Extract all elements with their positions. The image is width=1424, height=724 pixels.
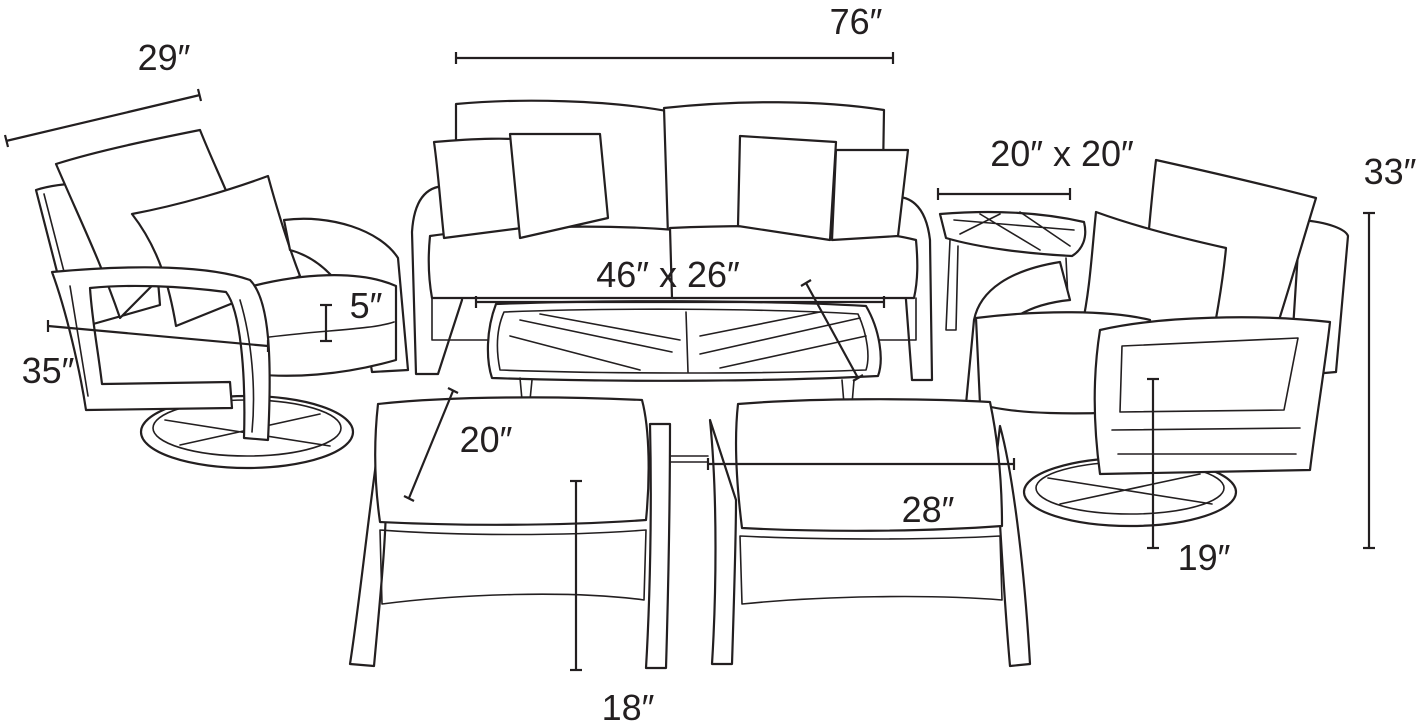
ottoman-right xyxy=(708,398,1032,668)
sofa-width-label: 76″ xyxy=(830,1,883,42)
seat-height-label: 19″ xyxy=(1178,537,1231,578)
coffee-table-label: 46″ x 26″ xyxy=(596,254,740,295)
coffee-table xyxy=(486,300,882,405)
cushion-thickness-label: 5″ xyxy=(350,285,383,326)
ottoman-left xyxy=(348,396,672,670)
ottoman-width-label: 28″ xyxy=(902,489,955,530)
ottoman-connector xyxy=(669,455,709,463)
dimension-lines xyxy=(3,52,1375,672)
overall-height-label: 33″ xyxy=(1364,151,1417,192)
chair-depth-label: 35″ xyxy=(22,350,75,391)
sofa xyxy=(410,99,934,382)
ottoman-depth-label: 20″ xyxy=(460,419,513,460)
chair-width-label: 29″ xyxy=(138,37,191,78)
left-swivel-chair xyxy=(34,128,410,470)
ottoman-height-label: 18″ xyxy=(602,687,655,724)
side-table-label: 20″ x 20″ xyxy=(990,133,1134,174)
